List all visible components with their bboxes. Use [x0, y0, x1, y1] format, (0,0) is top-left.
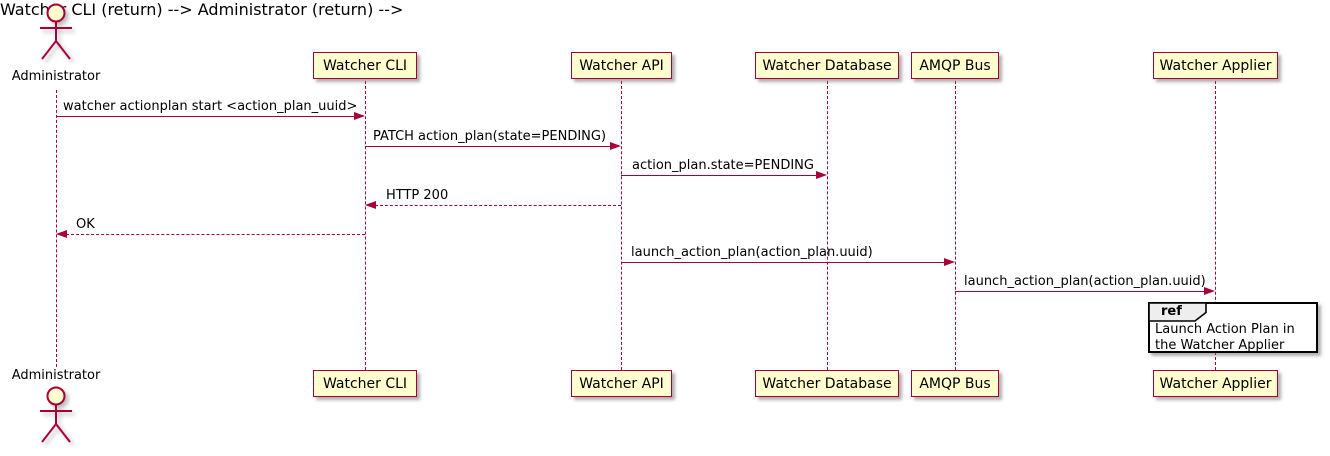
ref-keyword-tab: ref: [1148, 302, 1207, 322]
actor-icon: [40, 386, 72, 443]
lifeline-amqp-bus: [955, 81, 956, 370]
arrowhead-icon: [1204, 287, 1215, 295]
lifeline-administrator: [56, 90, 57, 367]
participant-watcher-database-top: Watcher Database: [755, 52, 899, 79]
message-label-actionplan-start: watcher actionplan start <action_plan_uu…: [63, 99, 358, 114]
actor-label-administrator-bottom: Administrator: [11, 368, 101, 383]
message-arrow-ok: [66, 234, 365, 235]
message-label-launch-action-plan-1: launch_action_plan(action_plan.uuid): [631, 245, 873, 260]
arrowhead-icon: [816, 171, 827, 179]
participant-watcher-database-bottom: Watcher Database: [755, 370, 899, 397]
participant-watcher-applier-top: Watcher Applier: [1153, 52, 1278, 79]
lifeline-watcher-cli: [365, 81, 366, 370]
participant-watcher-cli-bottom: Watcher CLI: [313, 370, 417, 397]
ref-pentagon-icon: [1148, 302, 1207, 322]
message-arrow-actionplan-start: [56, 116, 355, 117]
participant-watcher-api-top: Watcher API: [571, 52, 672, 79]
lifeline-watcher-database: [827, 81, 828, 370]
actor-label-administrator-top: Administrator: [11, 69, 101, 84]
lifeline-watcher-applier: [1215, 81, 1216, 370]
actor-icon: [40, 3, 72, 60]
arrowhead-icon: [610, 142, 621, 150]
arrowhead-icon: [354, 112, 365, 120]
arrowhead-icon: [56, 230, 67, 238]
participant-watcher-applier-bottom: Watcher Applier: [1153, 370, 1278, 397]
participant-amqp-bus-bottom: AMQP Bus: [911, 370, 999, 397]
message-label-patch-action-plan: PATCH action_plan(state=PENDING): [373, 129, 607, 144]
ref-fragment: ref Launch Action Plan in the Watcher Ap…: [1148, 302, 1318, 353]
message-arrow-http-200: [375, 205, 621, 206]
arrowhead-icon: [365, 201, 376, 209]
message-label-ok: OK: [76, 217, 95, 232]
message-arrow-patch-action-plan: [365, 146, 611, 147]
participant-watcher-cli-top: Watcher CLI: [313, 52, 417, 79]
ref-keyword: ref: [1161, 304, 1182, 319]
message-arrow-state-pending: [621, 175, 817, 176]
message-label-launch-action-plan-2: launch_action_plan(action_plan.uuid): [964, 274, 1206, 289]
message-label-state-pending: action_plan.state=PENDING: [632, 158, 814, 173]
message-arrow-launch-action-plan-2: [955, 291, 1205, 292]
arrowhead-icon: [944, 258, 955, 266]
participant-watcher-api-bottom: Watcher API: [571, 370, 672, 397]
message-label-http-200: HTTP 200: [386, 188, 449, 203]
ref-text: Launch Action Plan in the Watcher Applie…: [1155, 322, 1295, 353]
lifeline-watcher-api: [621, 81, 622, 370]
message-arrow-launch-action-plan-1: [621, 262, 945, 263]
participant-amqp-bus-top: AMQP Bus: [911, 52, 999, 79]
